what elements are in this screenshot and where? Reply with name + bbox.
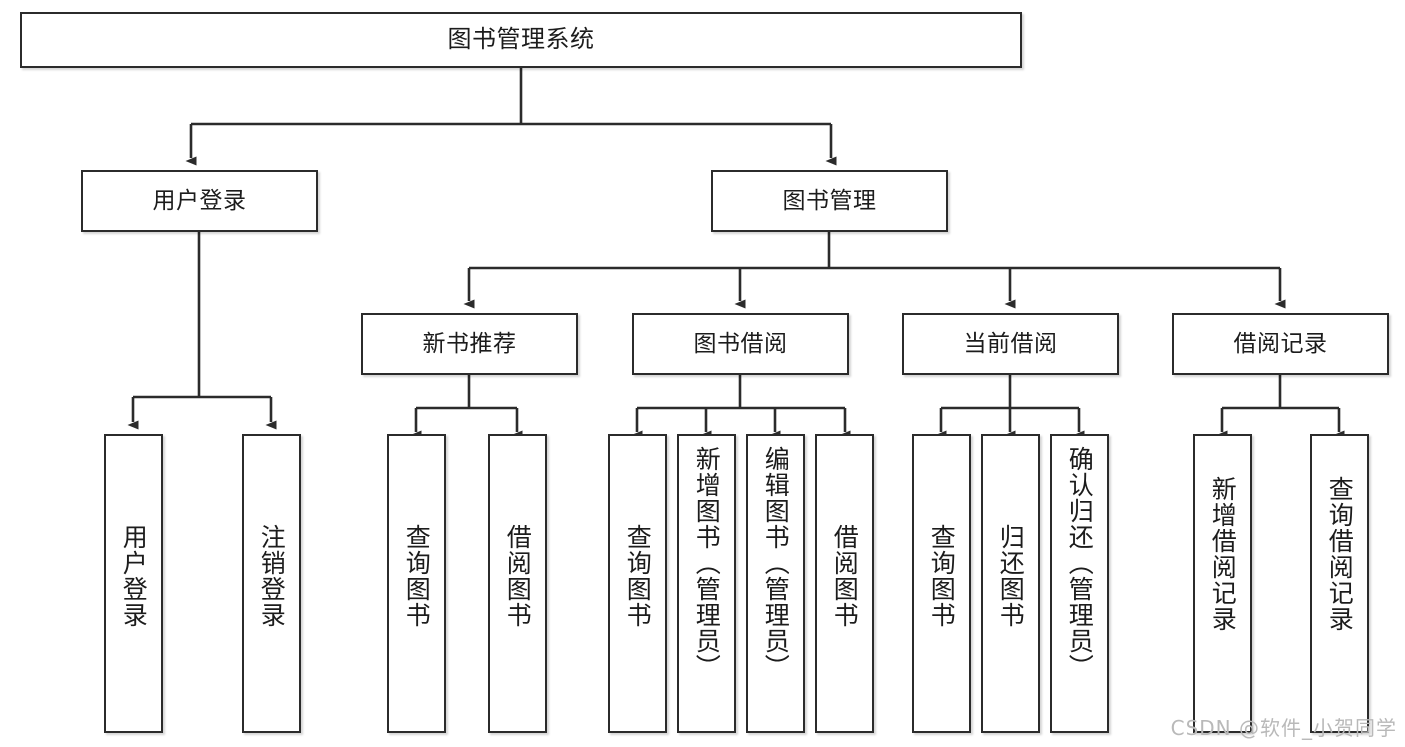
watermark-text: CSDN @软件_小贺同学 — [1170, 716, 1397, 740]
node-label: 确认归还（管理员） — [1065, 446, 1095, 680]
leaf-add-borrow-record[interactable]: 新增借阅记录 — [1193, 434, 1252, 733]
node-label: 图书借阅 — [693, 330, 788, 357]
leaf-query-book-1[interactable]: 查询图书 — [387, 434, 446, 733]
node-label: 查询图书 — [927, 524, 957, 628]
node-label: 查询借阅记录 — [1325, 476, 1355, 632]
node-label: 新书推荐 — [422, 330, 517, 357]
leaf-borrow-book-2[interactable]: 借阅图书 — [815, 434, 874, 733]
node-label: 图书管理 — [782, 187, 877, 214]
node-label: 查询图书 — [402, 524, 432, 628]
node-new-book-recommendation[interactable]: 新书推荐 — [361, 313, 578, 375]
node-label: 编辑图书（管理员） — [761, 446, 791, 680]
leaf-query-book-3[interactable]: 查询图书 — [912, 434, 971, 733]
node-borrowing-record[interactable]: 借阅记录 — [1172, 313, 1389, 375]
node-label: 借阅图书 — [503, 524, 533, 628]
node-user-login[interactable]: 用户登录 — [81, 170, 318, 232]
node-label: 新增借阅记录 — [1208, 476, 1238, 632]
node-current-borrowing[interactable]: 当前借阅 — [902, 313, 1119, 375]
node-label: 用户登录 — [152, 187, 247, 214]
node-label: 用户登录 — [119, 524, 149, 628]
node-label: 借阅图书 — [830, 524, 860, 628]
node-label: 归还图书 — [996, 524, 1026, 628]
leaf-borrow-book-1[interactable]: 借阅图书 — [488, 434, 547, 733]
leaf-user-login[interactable]: 用户登录 — [104, 434, 163, 733]
node-book-management[interactable]: 图书管理 — [711, 170, 948, 232]
node-book-borrowing[interactable]: 图书借阅 — [632, 313, 849, 375]
leaf-edit-book[interactable]: 编辑图书（管理员） — [746, 434, 805, 733]
node-label: 新增图书（管理员） — [692, 446, 722, 680]
leaf-query-book-2[interactable]: 查询图书 — [608, 434, 667, 733]
node-root-system[interactable]: 图书管理系统 — [20, 12, 1022, 68]
leaf-add-book[interactable]: 新增图书（管理员） — [677, 434, 736, 733]
node-label: 借阅记录 — [1233, 330, 1328, 357]
node-label: 注销登录 — [257, 524, 287, 628]
leaf-confirm-return[interactable]: 确认归还（管理员） — [1050, 434, 1109, 733]
node-label: 当前借阅 — [963, 330, 1058, 357]
node-label: 查询图书 — [623, 524, 653, 628]
leaf-query-borrow-record[interactable]: 查询借阅记录 — [1310, 434, 1369, 733]
leaf-return-book[interactable]: 归还图书 — [981, 434, 1040, 733]
node-label: 图书管理系统 — [447, 25, 595, 54]
leaf-logout[interactable]: 注销登录 — [242, 434, 301, 733]
